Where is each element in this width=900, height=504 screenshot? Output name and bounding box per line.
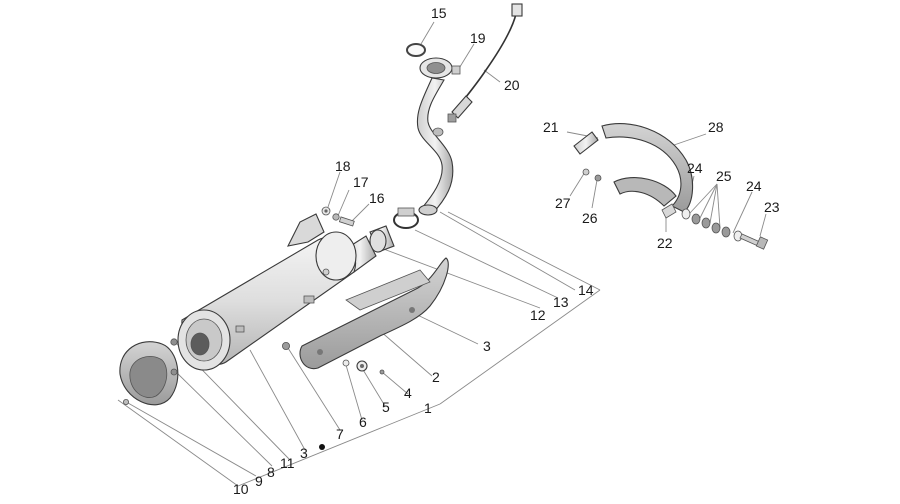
callout-24: 24 <box>687 160 703 176</box>
callout-7: 7 <box>336 426 344 442</box>
end-cap-cover <box>119 341 179 406</box>
heat-shield <box>299 257 449 370</box>
callout-1: 1 <box>424 400 432 416</box>
spacer-tube <box>573 131 599 155</box>
washer-stack <box>681 208 743 242</box>
callout-27: 27 <box>555 195 571 211</box>
callout-20: 20 <box>504 77 520 93</box>
hanger-bracket <box>601 123 694 213</box>
mount-bolt <box>321 206 355 227</box>
callout-19: 19 <box>470 30 486 46</box>
callout-6: 6 <box>359 414 367 430</box>
callout-13: 13 <box>553 294 569 310</box>
callout-21: 21 <box>543 119 559 135</box>
callout-24: 24 <box>746 178 762 194</box>
callout-14: 14 <box>578 282 594 298</box>
callout-3: 3 <box>483 338 491 354</box>
callout-11: 11 <box>280 455 295 471</box>
header-pipe <box>416 57 454 216</box>
callout-23: 23 <box>764 199 780 215</box>
pipe-clamp <box>393 207 419 229</box>
leader-lines <box>117 21 767 487</box>
gasket <box>406 43 426 57</box>
long-bolt <box>739 233 769 250</box>
callout-28: 28 <box>708 119 724 135</box>
rear-hardware <box>123 338 385 450</box>
callout-3: 3 <box>300 445 308 461</box>
callout-15: 15 <box>431 5 447 21</box>
lambda-sensor <box>447 3 523 123</box>
callout-5: 5 <box>382 399 390 415</box>
pipe-sleeve <box>369 225 395 253</box>
callout-2: 2 <box>432 369 440 385</box>
callout-16: 16 <box>369 190 385 206</box>
callout-26: 26 <box>582 210 598 226</box>
callout-9: 9 <box>255 473 263 489</box>
callout-25: 25 <box>716 168 732 184</box>
callout-10: 10 <box>233 481 249 497</box>
callout-18: 18 <box>335 158 351 174</box>
callout-12: 12 <box>530 307 546 323</box>
callout-17: 17 <box>353 174 369 190</box>
callout-8: 8 <box>267 464 275 480</box>
callout-22: 22 <box>657 235 673 251</box>
callout-labels: 15 19 20 21 28 18 17 16 24 25 24 23 27 2… <box>233 5 780 497</box>
nut <box>451 65 461 75</box>
callout-4: 4 <box>404 385 412 401</box>
muffler-body <box>177 213 377 371</box>
bracket-hardware <box>582 168 677 219</box>
